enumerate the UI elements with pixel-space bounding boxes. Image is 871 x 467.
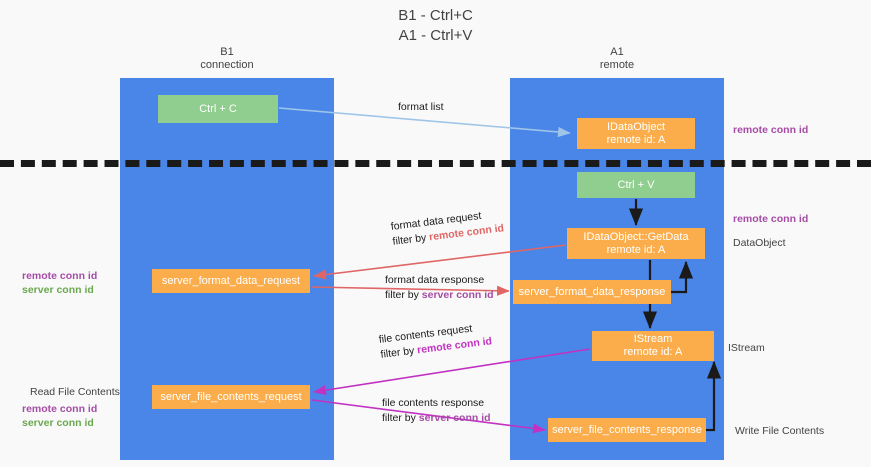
annotation-right-write-file-contents: Write File Contents <box>735 425 825 437</box>
node-server-file-contents-response[interactable]: server_file_contents_response <box>548 418 706 442</box>
lane-header-b1-name: B1 <box>220 46 234 58</box>
arrow-label-fdresp-filter: filter by server conn id <box>385 288 494 303</box>
annotation-left-bottom-server: server conn id <box>22 417 94 429</box>
arrow-label-format-list: format list <box>398 100 444 115</box>
annotation-left-read-file-contents: Read File Contents <box>30 386 120 398</box>
arrow-label-file-contents-response: file contents response filter by server … <box>382 396 491 426</box>
arrow-label-fcresp-text: file contents response <box>382 397 485 409</box>
lane-header-b1: B1 connection <box>120 46 334 72</box>
phase-divider <box>0 160 871 167</box>
node-ctrl-v[interactable]: Ctrl + V <box>577 172 695 198</box>
arrow-label-fdresp-text: format data response <box>385 274 485 286</box>
diagram-title: B1 - Ctrl+C A1 - Ctrl+V <box>0 6 871 46</box>
arrow-label-fdresp-filter-key: server conn id <box>421 289 494 301</box>
arrow-label-fdresp-filter-prefix: filter by <box>385 289 422 301</box>
node-server-format-data-response[interactable]: server_format_data_response <box>513 280 671 304</box>
lane-header-a1-role: remote <box>599 59 635 71</box>
annotation-left-bottom-remote: remote conn id <box>22 403 98 415</box>
lane-header-a1: A1 remote <box>510 46 724 72</box>
node-ctrl-v-label: Ctrl + V <box>617 178 655 191</box>
annotation-right-istream: IStream <box>728 342 765 354</box>
node-istream-line-2: remote id: A <box>623 346 683 358</box>
lane-header-a1-name: A1 <box>610 46 624 58</box>
arrow-label-format-list-text: format list <box>398 101 444 113</box>
arrow-label-format-data-response: format data response filter by server co… <box>385 273 494 303</box>
node-sfcresp-label: server_file_contents_response <box>552 423 702 436</box>
annotation-left-top-remote: remote conn id <box>22 270 98 282</box>
annotation-right-remote-conn-id-top: remote conn id <box>733 124 809 136</box>
node-server-format-data-request[interactable]: server_format_data_request <box>152 269 310 293</box>
annotation-left-conn-ids-top: remote conn id server conn id <box>22 269 97 297</box>
node-sfcreq-label: server_file_contents_request <box>160 390 302 403</box>
arrow-label-fcreq-filter-prefix: filter by <box>379 344 418 361</box>
node-getdata-line-2: remote id: A <box>606 243 666 256</box>
node-ctrl-c[interactable]: Ctrl + C <box>158 95 278 123</box>
node-idataobject[interactable]: IDataObject remote id: A <box>577 118 695 149</box>
node-sfdreq-label: server_format_data_request <box>161 274 301 287</box>
arrow-label-fcresp-filter-prefix: filter by <box>382 412 419 424</box>
arrow-label-fdreq-filter-prefix: filter by <box>391 231 430 248</box>
annotation-left-top-server: server conn id <box>22 284 94 296</box>
annotation-right-dataobject: DataObject <box>733 237 786 249</box>
annotation-right-remote-conn-id-mid: remote conn id <box>733 213 809 225</box>
diagram-title-line-1: B1 - Ctrl+C <box>398 7 473 24</box>
lane-header-b1-role: connection <box>200 59 254 71</box>
arrow-label-format-data-request: format data request filter by remote con… <box>390 206 505 249</box>
node-ctrl-c-label: Ctrl + C <box>199 102 237 115</box>
node-istream[interactable]: IStream remote id: A <box>592 331 714 361</box>
node-server-file-contents-request[interactable]: server_file_contents_request <box>152 385 310 409</box>
arrow-label-fcresp-filter-key: server conn id <box>418 412 491 424</box>
node-idataobject-line-2: remote id: A <box>606 133 666 146</box>
annotation-left-conn-ids-bottom: remote conn id server conn id <box>22 402 97 430</box>
node-sfdresp-label: server_format_data_response <box>518 285 666 298</box>
arrow-label-fcresp-filter: filter by server conn id <box>382 411 491 426</box>
arrow-label-file-contents-request: file contents request filter by remote c… <box>378 319 493 362</box>
node-getdata-line-1: IDataObject::GetData <box>583 230 689 243</box>
node-idataobject-line-1: IDataObject <box>606 120 666 133</box>
diagram-title-line-2: A1 - Ctrl+V <box>398 27 473 44</box>
node-idataobject-getdata[interactable]: IDataObject::GetData remote id: A <box>567 228 705 259</box>
node-istream-line-1: IStream <box>633 333 673 345</box>
